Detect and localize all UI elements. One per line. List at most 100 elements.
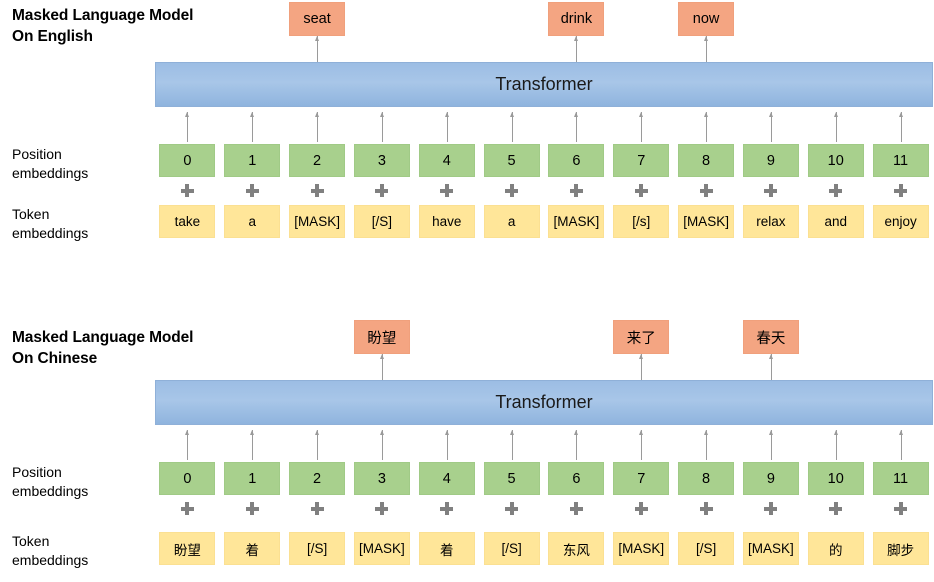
position-embedding-cell: 10 bbox=[807, 462, 864, 495]
stem-arrow-2 bbox=[315, 430, 320, 460]
position-embedding-cell: 9 bbox=[742, 144, 799, 177]
token-embedding-cell: [/s] bbox=[613, 205, 670, 238]
stem-arrow-9 bbox=[768, 112, 773, 142]
english-stem-arrows bbox=[155, 112, 933, 142]
plus-icon bbox=[180, 184, 194, 197]
plus-icon bbox=[569, 502, 583, 515]
stem-arrow-1 bbox=[250, 430, 255, 460]
plus-icon bbox=[375, 184, 389, 197]
stem-arrow-0 bbox=[185, 112, 190, 142]
position-embedding-cell: 0 bbox=[159, 144, 216, 177]
chinese-diagram-title: Masked Language Model On Chinese bbox=[12, 329, 194, 367]
position-embedding-cell: 6 bbox=[548, 144, 605, 177]
token-embedding-cell: a bbox=[483, 205, 540, 238]
chinese-token-row-label: Token embeddings bbox=[12, 533, 89, 568]
position-embedding-cell: 2 bbox=[289, 144, 346, 177]
plus-icon bbox=[634, 502, 648, 515]
plus-icon bbox=[505, 502, 519, 515]
chinese-transformer-label: Transformer bbox=[495, 392, 593, 412]
output-arrow bbox=[768, 354, 773, 380]
plus-icon bbox=[180, 502, 194, 515]
chinese-stem-arrows bbox=[155, 430, 933, 460]
plus-icon bbox=[310, 184, 324, 197]
english-diagram-title: Masked Language Model On English bbox=[12, 7, 194, 45]
position-embedding-cell: 6 bbox=[548, 462, 605, 495]
position-embedding-cell: 2 bbox=[289, 462, 346, 495]
stem-arrow-7 bbox=[639, 430, 644, 460]
stem-arrow-6 bbox=[574, 430, 579, 460]
chinese-output-row: 盼望来了春天 bbox=[155, 318, 933, 380]
output-arrow bbox=[639, 354, 644, 380]
token-embedding-cell: [MASK] bbox=[353, 532, 410, 565]
position-embedding-cell: 3 bbox=[353, 462, 410, 495]
token-embedding-cell: 东风 bbox=[548, 532, 605, 565]
output-arrow bbox=[574, 36, 579, 62]
token-embedding-cell: 着 bbox=[224, 532, 281, 565]
position-embedding-cell: 3 bbox=[353, 144, 410, 177]
output-prediction-box: now bbox=[678, 2, 735, 36]
position-embedding-cell: 8 bbox=[678, 462, 735, 495]
stem-arrow-8 bbox=[704, 430, 709, 460]
stem-arrow-2 bbox=[315, 112, 320, 142]
token-embedding-cell: [MASK] bbox=[742, 532, 799, 565]
output-prediction-box: 春天 bbox=[742, 320, 799, 354]
output-arrow bbox=[315, 36, 320, 62]
stem-arrow-7 bbox=[639, 112, 644, 142]
chinese-plus-row bbox=[155, 502, 933, 518]
token-embedding-cell: [/S] bbox=[289, 532, 346, 565]
position-embedding-cell: 0 bbox=[159, 462, 216, 495]
position-embedding-cell: 4 bbox=[418, 144, 475, 177]
position-embedding-cell: 1 bbox=[224, 462, 281, 495]
token-embedding-cell: [MASK] bbox=[548, 205, 605, 238]
position-embedding-cell: 5 bbox=[483, 144, 540, 177]
token-embedding-cell: [MASK] bbox=[613, 532, 670, 565]
position-embedding-cell: 5 bbox=[483, 462, 540, 495]
stem-arrow-10 bbox=[833, 112, 838, 142]
token-embedding-cell: 脚步 bbox=[872, 532, 929, 565]
position-embedding-cell: 7 bbox=[613, 144, 670, 177]
stem-arrow-4 bbox=[444, 112, 449, 142]
token-embedding-cell: 盼望 bbox=[159, 532, 216, 565]
chinese-transformer-block: Transformer bbox=[155, 380, 933, 425]
english-transformer-block: Transformer bbox=[155, 62, 933, 107]
plus-icon bbox=[634, 184, 648, 197]
token-embedding-cell: enjoy bbox=[872, 205, 929, 238]
token-embedding-cell: a bbox=[224, 205, 281, 238]
position-embedding-cell: 1 bbox=[224, 144, 281, 177]
position-embedding-cell: 10 bbox=[807, 144, 864, 177]
plus-icon bbox=[829, 184, 843, 197]
stem-arrow-5 bbox=[509, 112, 514, 142]
plus-icon bbox=[505, 184, 519, 197]
plus-icon bbox=[375, 502, 389, 515]
token-embedding-cell: 的 bbox=[807, 532, 864, 565]
stem-arrow-9 bbox=[768, 430, 773, 460]
plus-icon bbox=[699, 502, 713, 515]
chinese-token-embedding-row: 盼望着[/S][MASK]着[/S]东风[MASK][/S][MASK]的脚步 bbox=[155, 532, 933, 565]
token-embedding-cell: have bbox=[418, 205, 475, 238]
token-embedding-cell: [MASK] bbox=[289, 205, 346, 238]
english-position-row-label: Position embeddings bbox=[12, 146, 89, 181]
output-arrow bbox=[379, 354, 384, 380]
plus-icon bbox=[440, 184, 454, 197]
stem-arrow-3 bbox=[379, 430, 384, 460]
plus-icon bbox=[764, 184, 778, 197]
plus-icon bbox=[894, 184, 908, 197]
stem-arrow-4 bbox=[444, 430, 449, 460]
token-embedding-cell: [MASK] bbox=[678, 205, 735, 238]
plus-icon bbox=[440, 502, 454, 515]
plus-icon bbox=[829, 502, 843, 515]
plus-icon bbox=[764, 502, 778, 515]
token-embedding-cell: [/S] bbox=[483, 532, 540, 565]
token-embedding-cell: and bbox=[807, 205, 864, 238]
token-embedding-cell: [/S] bbox=[353, 205, 410, 238]
plus-icon bbox=[569, 184, 583, 197]
token-embedding-cell: take bbox=[159, 205, 216, 238]
english-plus-row bbox=[155, 184, 933, 200]
mlm-chinese-diagram: Masked Language Model On Chinese 盼望来了春天 … bbox=[0, 318, 934, 582]
plus-icon bbox=[245, 184, 259, 197]
